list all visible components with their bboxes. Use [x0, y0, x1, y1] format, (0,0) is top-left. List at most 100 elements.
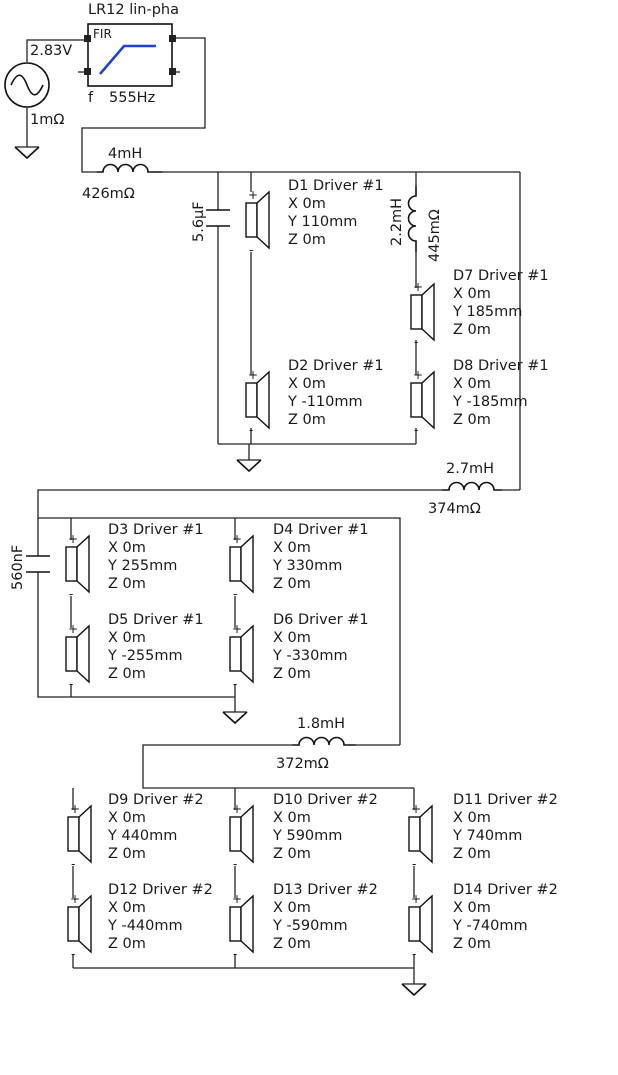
- driver-d1[interactable]: + -: [245, 188, 270, 257]
- voltage-source[interactable]: [4, 62, 50, 108]
- fir-freq-prefix: f: [88, 90, 94, 106]
- l4-dcr: 372mΩ: [276, 756, 329, 772]
- l1-value: 4mH: [108, 146, 142, 162]
- d11-x: X 0m: [453, 810, 491, 826]
- speaker-cone-icon: [76, 534, 90, 594]
- d13-y: Y -590mm: [272, 918, 348, 934]
- driver-d7[interactable]: + -: [410, 280, 435, 349]
- driver-d8[interactable]: + -: [410, 368, 435, 437]
- d4-name: D4 Driver #1: [273, 522, 369, 538]
- driver-plus-sign: +: [232, 802, 242, 816]
- speaker-cone-icon: [419, 894, 433, 954]
- d5-z: Z 0m: [108, 666, 146, 682]
- driver-minus-sign: -: [233, 587, 237, 601]
- driver-d5[interactable]: + -: [65, 622, 90, 691]
- d1-z: Z 0m: [288, 232, 326, 248]
- driver-plus-sign: +: [411, 802, 421, 816]
- d2-name: D2 Driver #1: [288, 358, 384, 374]
- d5-y: Y -255mm: [107, 648, 183, 664]
- filter-title: LR12 lin-pha: [88, 2, 179, 18]
- driver-minus-sign: -: [69, 677, 73, 691]
- driver-minus-sign: -: [69, 587, 73, 601]
- ground-icon: [14, 146, 40, 160]
- d9-x: X 0m: [108, 810, 146, 826]
- inductor-l3[interactable]: [442, 481, 502, 491]
- driver-d10[interactable]: + -: [229, 802, 254, 871]
- driver-plus-sign: +: [68, 532, 78, 546]
- source-resistance-label: 1mΩ: [30, 112, 64, 128]
- d11-y: Y 740mm: [452, 828, 522, 844]
- driver-plus-sign: +: [232, 532, 242, 546]
- driver-plus-sign: +: [70, 892, 80, 906]
- ground-icon: [236, 459, 262, 473]
- speaker-cone-icon: [240, 894, 254, 954]
- d11-z: Z 0m: [453, 846, 491, 862]
- fir-pin-out: [169, 35, 176, 42]
- ground-icon: [401, 983, 427, 997]
- driver-plus-sign: +: [232, 892, 242, 906]
- driver-plus-sign: +: [68, 622, 78, 636]
- d4-y: Y 330mm: [272, 558, 342, 574]
- d3-name: D3 Driver #1: [108, 522, 204, 538]
- driver-d9[interactable]: + -: [67, 802, 92, 871]
- d12-x: X 0m: [108, 900, 146, 916]
- d14-y: Y -740mm: [452, 918, 528, 934]
- d2-x: X 0m: [288, 376, 326, 392]
- speaker-magnet-icon: [245, 382, 258, 418]
- speaker-magnet-icon: [65, 546, 78, 582]
- driver-minus-sign: -: [412, 857, 416, 871]
- wires: [26, 37, 521, 984]
- driver-minus-sign: -: [233, 947, 237, 961]
- l1-dcr: 426mΩ: [82, 186, 135, 202]
- inductor-l1[interactable]: [97, 163, 162, 173]
- speaker-magnet-icon: [245, 202, 258, 238]
- d8-y: Y -185mm: [452, 394, 528, 410]
- d13-name: D13 Driver #2: [273, 882, 378, 898]
- capacitor-c2[interactable]: [26, 555, 50, 573]
- inductor-l2[interactable]: [407, 186, 417, 252]
- driver-plus-sign: +: [70, 802, 80, 816]
- d10-name: D10 Driver #2: [273, 792, 378, 808]
- driver-d13[interactable]: + -: [229, 892, 254, 961]
- d3-z: Z 0m: [108, 576, 146, 592]
- driver-d3[interactable]: + -: [65, 532, 90, 601]
- driver-minus-sign: -: [414, 423, 418, 437]
- driver-plus-sign: +: [248, 188, 258, 202]
- speaker-magnet-icon: [408, 906, 421, 942]
- driver-d6[interactable]: + -: [229, 622, 254, 691]
- inductor-l4[interactable]: [292, 736, 356, 746]
- ground-section2: [222, 711, 248, 725]
- d10-y: Y 590mm: [272, 828, 342, 844]
- source-voltage-label: 2.83V: [30, 43, 72, 59]
- driver-d14[interactable]: + -: [408, 892, 433, 961]
- speaker-magnet-icon: [410, 294, 423, 330]
- fir-filter-block[interactable]: [84, 23, 176, 87]
- speaker-magnet-icon: [229, 636, 242, 672]
- driver-plus-sign: +: [413, 280, 423, 294]
- d9-y: Y 440mm: [107, 828, 177, 844]
- capacitor-c1[interactable]: [206, 209, 230, 227]
- d4-x: X 0m: [273, 540, 311, 556]
- coil-icon: [97, 163, 162, 173]
- coil-icon: [292, 736, 356, 746]
- d1-y: Y 110mm: [287, 214, 357, 230]
- speaker-cone-icon: [256, 190, 270, 250]
- driver-plus-sign: +: [411, 892, 421, 906]
- driver-d11[interactable]: + -: [408, 802, 433, 871]
- driver-minus-sign: -: [249, 423, 253, 437]
- driver-d4[interactable]: + -: [229, 532, 254, 601]
- fir-response-curve-icon: [99, 44, 156, 75]
- driver-d2[interactable]: + -: [245, 368, 270, 437]
- d7-z: Z 0m: [453, 322, 491, 338]
- d13-z: Z 0m: [273, 936, 311, 952]
- driver-d12[interactable]: + -: [67, 892, 92, 961]
- d2-y: Y -110mm: [287, 394, 363, 410]
- driver-minus-sign: -: [233, 857, 237, 871]
- wire-fir-out: [81, 37, 206, 173]
- d7-x: X 0m: [453, 286, 491, 302]
- speaker-magnet-icon: [410, 382, 423, 418]
- fir-type-label: FIR: [93, 27, 112, 41]
- wire-c2-bottom: [37, 572, 235, 698]
- wire-l3-left: [37, 489, 442, 745]
